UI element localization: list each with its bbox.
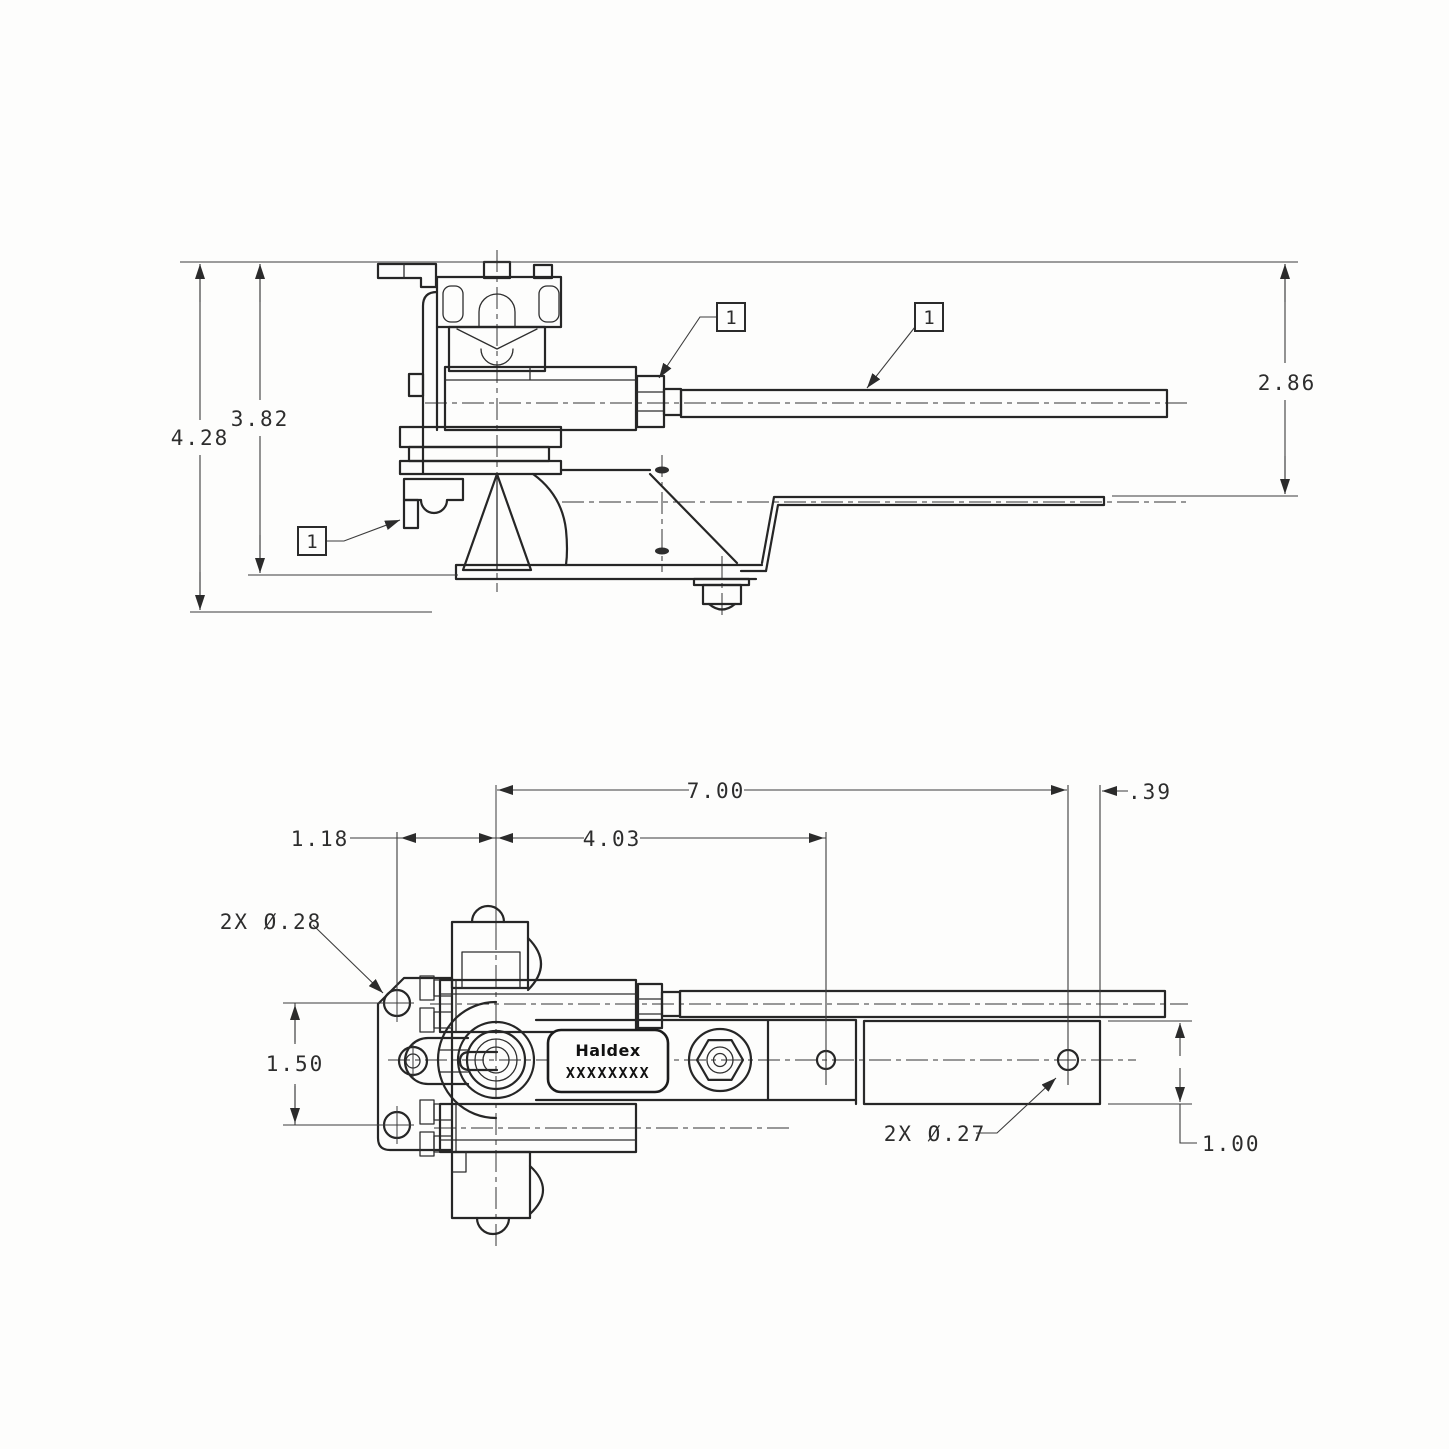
control-rod-plan [678, 989, 1167, 1019]
dim-pivot-to-arm-hole: 4.03 [583, 827, 642, 851]
control-rod [679, 388, 1169, 419]
adjuster-hex-nut [635, 374, 666, 429]
upper-cap [450, 904, 542, 992]
lever-arm [534, 1018, 858, 1106]
bent-strap-side [739, 495, 1106, 573]
balloon-3: 1 [306, 531, 317, 553]
balloon-1: 1 [725, 307, 736, 329]
bracket-bolts [419, 975, 453, 1157]
clevis-pin [458, 1050, 499, 1072]
callout-strap-holes: 2X Ø.27 [884, 1122, 987, 1146]
dim-bracket-to-pivot: 1.18 [291, 827, 350, 851]
hex-nut-plan [636, 982, 664, 1030]
dim-bracket-hole-span: 1.50 [266, 1052, 325, 1076]
clamp-bracket [402, 477, 465, 515]
dim-strap-end-offset: .39 [1128, 780, 1172, 804]
mount-flange [376, 262, 438, 289]
brand-label-plate: Haldex XXXXXXXX [546, 1028, 670, 1094]
strap-bar [862, 1019, 1102, 1106]
plan-view: Haldex XXXXXXXX [220, 779, 1261, 1246]
lower-cylinder-plan [438, 1102, 638, 1154]
body-column [447, 325, 547, 373]
slack-adjuster-side-profile [376, 260, 1169, 611]
plan-view-dimensions: 7.00 .39 1.18 4.03 1.50 1.00 2X [220, 779, 1261, 1156]
dim-rod-to-strap: 2.86 [1258, 371, 1317, 395]
base-plate [454, 563, 764, 581]
actuator-cylinder [443, 365, 638, 432]
side-view-elevation: 4.28 3.82 2.86 1 1 1 [171, 250, 1317, 620]
bottom-cap [450, 1150, 545, 1236]
balloon-box-1 [716, 302, 746, 332]
base-bolt [692, 577, 751, 611]
support-strap [421, 290, 439, 475]
dim-strap-hole-span: 7.00 [687, 779, 746, 803]
mount-bracket-plate [376, 976, 454, 1152]
clamp-foot [402, 498, 420, 530]
plan-view-centerlines [388, 785, 1188, 1246]
balloon-2: 1 [923, 307, 934, 329]
pivot-boss [436, 1000, 536, 1120]
dim-strap-width: 1.00 [1202, 1132, 1261, 1156]
balloon-box-2 [914, 302, 944, 332]
side-view-centerlines [425, 250, 1190, 620]
mount-block [435, 275, 563, 329]
side-view-dimensions: 4.28 3.82 2.86 [171, 261, 1317, 613]
clevis [397, 1036, 499, 1086]
part-number-mask: XXXXXXXX [566, 1064, 650, 1082]
balloon-box-3 [297, 526, 327, 556]
balloon-callouts-side: 1 1 1 [297, 302, 944, 556]
brand-name: Haldex [575, 1041, 640, 1060]
callout-bracket-holes: 2X Ø.28 [220, 910, 323, 934]
arm-edge [559, 468, 739, 565]
arm-hex-bolt [687, 1027, 753, 1093]
pivot-plate [398, 425, 563, 449]
dim-overall-height: 4.28 [171, 426, 230, 450]
dim-body-height: 3.82 [231, 407, 290, 431]
